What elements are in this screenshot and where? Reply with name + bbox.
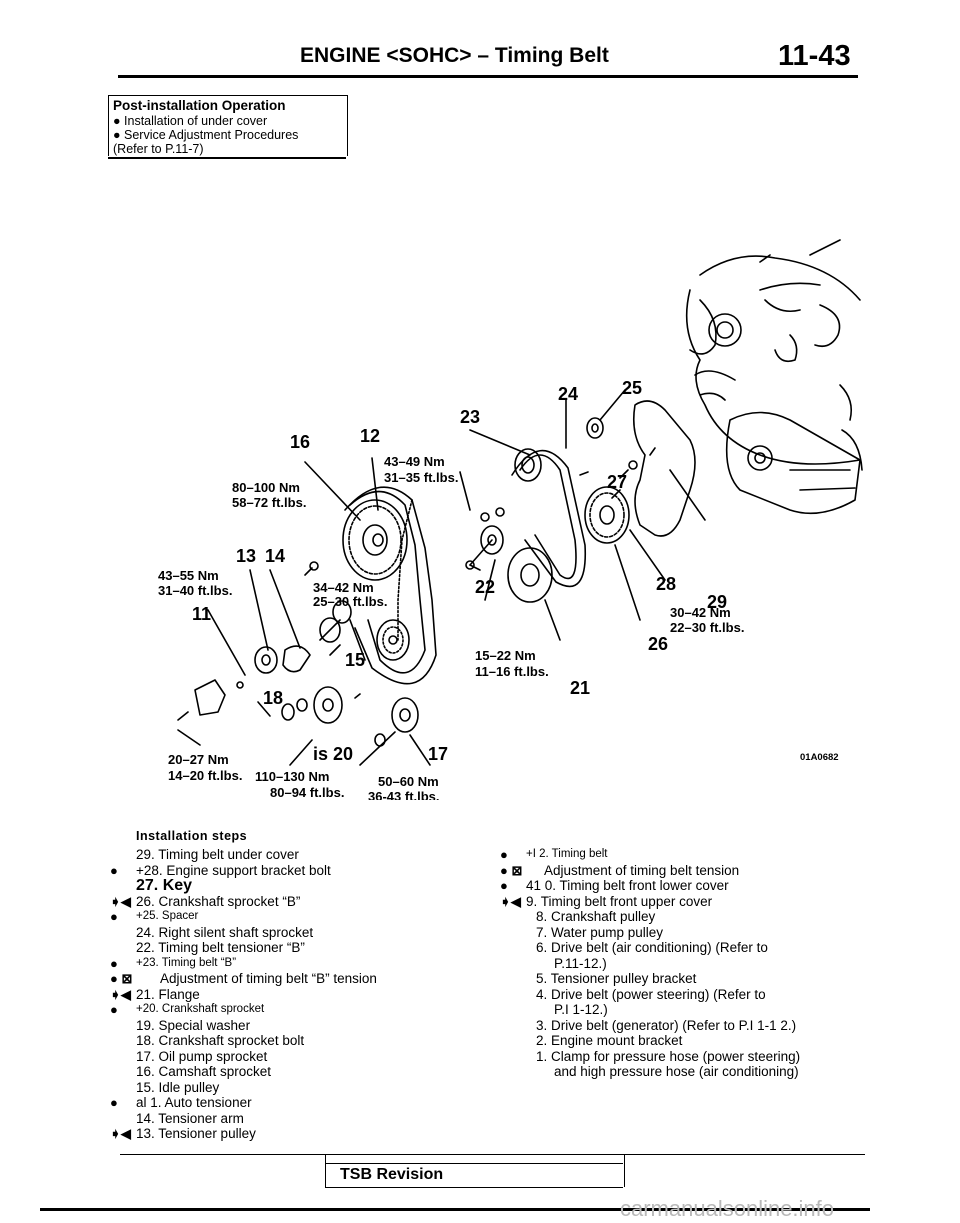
- torque-nm-22: 15–22 Nm: [475, 648, 536, 663]
- callout-24: 24: [558, 384, 578, 404]
- watermark: carmanualsonline.info: [620, 1196, 835, 1221]
- torque-ftlbs-11-bolt: 14–20 ft.lbs.: [168, 768, 242, 783]
- step-item: 29. Timing belt under cover: [136, 847, 299, 862]
- callout-13: 13: [236, 546, 256, 566]
- diagram-code: 01A0682: [800, 752, 839, 763]
- step-item: 17. Oil pump sprocket: [136, 1048, 268, 1064]
- post-installation-box: Post-installation Operation ● Installati…: [108, 95, 348, 156]
- step-item: 24. Right silent shaft sprocket: [136, 924, 314, 940]
- step-item: 16. Camshaft sprocket: [136, 1064, 272, 1079]
- callout-22: 22: [475, 577, 495, 597]
- callout-17: 17: [428, 744, 448, 764]
- post-box-underline: [108, 157, 346, 159]
- page-title: ENGINE <SOHC> – Timing Belt: [300, 44, 609, 67]
- step-item: 27. Key: [136, 877, 193, 894]
- step-item: and high pressure hose (air conditioning…: [554, 1064, 799, 1079]
- callout-29: 29: [707, 592, 727, 612]
- step-item: 15. Idle pulley: [136, 1079, 220, 1095]
- torque-ftlbs-16: 58–72 ft.lbs.: [232, 495, 306, 510]
- step-item: 2. Engine mount bracket: [536, 1033, 683, 1048]
- torque-nm-28: 30–42 Nm: [670, 605, 731, 620]
- torque-nm-11: 34–42 Nm: [313, 580, 374, 595]
- right-steps-column: ●+I 2. Timing belt ● ⊠Adjustment of timi…: [500, 847, 860, 1080]
- left-steps-column: 29. Timing belt under cover ●+28. Engine…: [110, 847, 490, 1142]
- callout-26: 26: [648, 634, 668, 654]
- callout-16: 16: [290, 432, 310, 452]
- step-item: ➧◀9. Timing belt front upper cover: [500, 893, 713, 909]
- step-item: 6. Drive belt (air conditioning) (Refer …: [536, 940, 768, 955]
- torque-ftlbs-22: 11–16 ft.lbs.: [475, 664, 549, 679]
- callout-11: 11: [192, 604, 211, 624]
- timing-belt-exploded-diagram: 16 12 23 24 25 27 13 14 11 18 15 22 28 2…: [158, 239, 863, 800]
- callout-14: 14: [265, 546, 285, 566]
- step-item: 5. Tensioner pulley bracket: [536, 971, 697, 986]
- torque-nm-12: 43–49 Nm: [384, 454, 445, 469]
- step-item: ➧◀26. Crankshaft sprocket “B”: [110, 893, 301, 909]
- torque-ftlbs-28: 22–30 ft.lbs.: [670, 620, 744, 635]
- step-item: ●+28. Engine support bracket bolt: [110, 862, 331, 878]
- step-item: 3. Drive belt (generator) (Refer to P.I …: [536, 1017, 797, 1033]
- step-item: ●+20. Crankshaft sprocket: [110, 1002, 265, 1017]
- tsb-revision-label: TSB Revision: [340, 1166, 444, 1183]
- bottom-rule: [40, 1208, 870, 1211]
- callout-21: 21: [570, 678, 590, 698]
- step-item: ●+I 2. Timing belt: [500, 847, 608, 862]
- step-item: ●41 0. Timing belt front lower cover: [500, 878, 729, 893]
- step-item: ● ⊠Adjustment of timing belt “B” tension: [110, 971, 377, 986]
- post-installation-line: ● Installation of under cover: [113, 114, 268, 128]
- step-item: 7. Water pump pulley: [536, 924, 664, 940]
- post-installation-line: ● Service Adjustment Procedures: [113, 128, 299, 142]
- step-item: P.11-12.): [554, 955, 607, 971]
- step-item: 14. Tensioner arm: [136, 1110, 244, 1126]
- torque-nm-17: 50–60 Nm: [378, 774, 439, 789]
- step-item: ●+25. Spacer: [110, 909, 199, 924]
- callout-18: 18: [263, 688, 283, 708]
- torque-ftlbs-18: 80–94 ft.lbs.: [270, 785, 344, 800]
- torque-nm-18: 110–130 Nm: [255, 769, 329, 784]
- header-rule: [118, 75, 858, 78]
- page-number: 11-43: [778, 40, 851, 72]
- torque-ftlbs-13: 31–40 ft.lbs.: [158, 583, 232, 598]
- step-item: 8. Crankshaft pulley: [536, 909, 656, 924]
- callout-23: 23: [460, 407, 480, 427]
- step-item: 4. Drive belt (power steering) (Refer to: [536, 986, 766, 1002]
- step-item: 19. Special washer: [136, 1017, 251, 1033]
- footer-rule: [120, 1154, 865, 1155]
- installation-steps-heading: Installation steps: [136, 829, 248, 843]
- step-item: ●al 1. Auto tensioner: [110, 1095, 252, 1110]
- tsb-revision-box: [325, 1154, 625, 1187]
- torque-ftlbs-11: 25–30 ft.lbs.: [313, 594, 387, 609]
- callout-25: 25: [622, 378, 642, 398]
- step-item: ●+23. Timing belt “B”: [110, 955, 237, 971]
- callout-12: 12: [360, 426, 380, 446]
- step-item: P.I 1-12.): [554, 1002, 608, 1017]
- step-item: 1. Clamp for pressure hose (power steeri…: [536, 1048, 801, 1064]
- post-installation-title: Post-installation Operation: [113, 98, 286, 113]
- tsb-revision-frame: [325, 1163, 623, 1188]
- torque-nm-13: 43–55 Nm: [158, 568, 219, 583]
- step-item: 22. Timing belt tensioner “B”: [136, 940, 305, 955]
- torque-nm-11-bolt: 20–27 Nm: [168, 752, 229, 767]
- post-installation-line: (Refer to P.11-7): [113, 142, 204, 156]
- callout-28: 28: [656, 574, 676, 594]
- step-item: 18. Crankshaft sprocket bolt: [136, 1033, 305, 1048]
- torque-nm-16: 80–100 Nm: [232, 480, 300, 495]
- step-item: ➧◀13. Tensioner pulley: [110, 1126, 256, 1141]
- callout-15: 15: [345, 650, 365, 670]
- callout-19-20: is 20: [313, 744, 353, 764]
- callout-27: 27: [607, 472, 627, 492]
- step-item: ➧◀21. Flange: [110, 986, 200, 1002]
- step-item: ● ⊠Adjustment of timing belt tension: [500, 862, 740, 878]
- torque-ftlbs-17: 36-43 ft.lbs.: [368, 789, 440, 800]
- torque-ftlbs-12: 31–35 ft.lbs.: [384, 470, 458, 485]
